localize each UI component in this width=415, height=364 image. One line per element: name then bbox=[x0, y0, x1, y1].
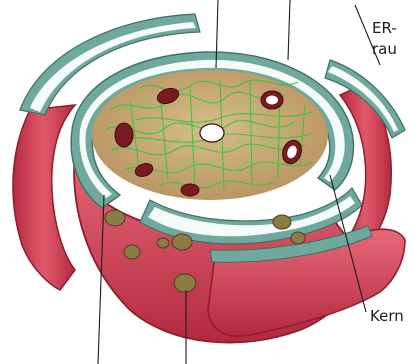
nuclear-pore bbox=[181, 184, 199, 196]
label-kern: Kern bbox=[370, 307, 404, 325]
nuclear-pore-hole bbox=[200, 124, 224, 142]
leader-line-top-2 bbox=[288, 0, 290, 60]
label-er-line1: ER- bbox=[372, 19, 397, 37]
er-sheet-left bbox=[13, 105, 75, 290]
outer-pore bbox=[157, 238, 169, 248]
outer-pore bbox=[273, 215, 291, 229]
outer-pore bbox=[172, 234, 192, 250]
label-er-line2: rau bbox=[372, 40, 397, 58]
nuclear-pore bbox=[115, 123, 133, 147]
nuclear-pore-hole bbox=[266, 96, 278, 105]
outer-pore bbox=[291, 232, 305, 244]
outer-pore bbox=[174, 274, 196, 292]
outer-pore bbox=[105, 210, 125, 226]
outer-pore bbox=[124, 245, 140, 259]
